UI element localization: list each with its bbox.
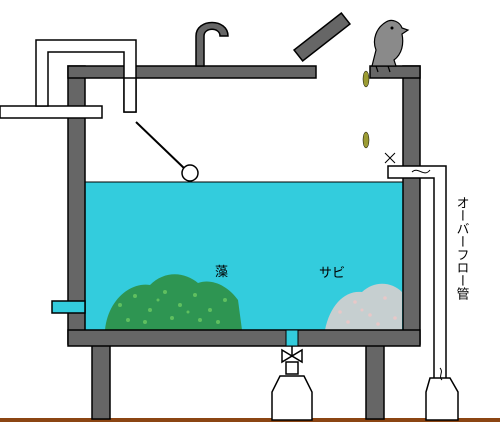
outlet-pipe <box>51 300 86 314</box>
drain-valve <box>271 329 313 421</box>
overflow-pipe <box>387 165 459 421</box>
rust-label: サビ <box>319 266 345 281</box>
float-valve <box>135 121 199 182</box>
tank-legs <box>91 344 385 420</box>
algae-label: 藻 <box>215 265 228 280</box>
ground <box>0 418 500 422</box>
rust-deposit <box>325 283 402 330</box>
overflow-screen <box>411 169 443 381</box>
ball-float-icon <box>181 164 199 182</box>
inlet-pipes <box>0 39 137 119</box>
roof-hatch <box>292 11 352 63</box>
bug-mark <box>384 152 396 164</box>
seagull-icon <box>371 19 410 73</box>
insects <box>362 70 370 149</box>
algae-deposit <box>105 274 242 330</box>
overflow-pipe-label: オーバーフロー管 <box>454 196 470 301</box>
vent-pipe <box>195 21 229 67</box>
tank-walls <box>67 65 421 347</box>
